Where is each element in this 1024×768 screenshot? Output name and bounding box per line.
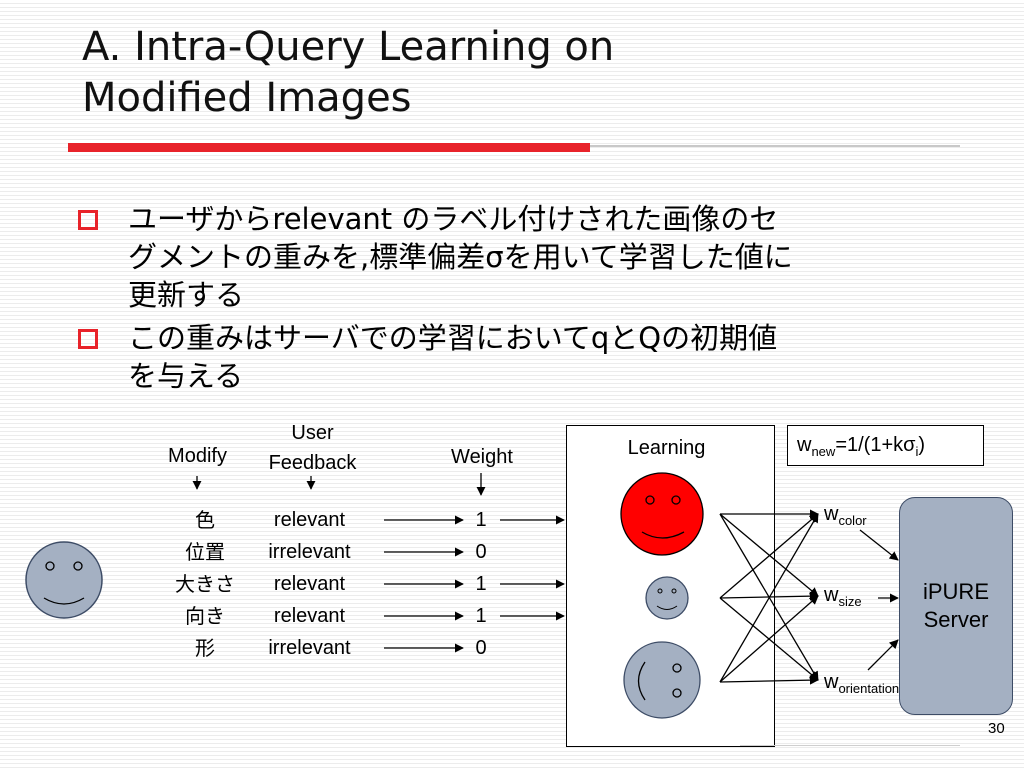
square-bullet-icon — [78, 329, 98, 349]
ipure-server-node: iPURE Server — [899, 497, 1013, 715]
user-face-icon — [25, 541, 103, 619]
w-orientation-subscript: orientation — [838, 681, 900, 696]
server-label-line-2: Server — [923, 607, 989, 632]
w-symbol: w — [824, 671, 839, 693]
learning-to-weight-line — [719, 675, 819, 685]
slide-title-line-2: Modified Images — [82, 75, 412, 121]
title-underline-thin — [590, 145, 960, 147]
weight-row-value: 1 — [475, 605, 487, 627]
bullet-line: グメントの重みを,標準偏差σを用いて学習した値に — [128, 240, 793, 274]
title-underline-accent — [68, 143, 590, 152]
bullet-line: を与える — [128, 359, 244, 393]
weight-header: Weight — [451, 446, 513, 468]
formula-rhs: =1/(1+kσ — [835, 434, 916, 456]
weight-row-value: 1 — [475, 509, 487, 531]
bullet-line: ユーザからrelevant のラベル付けされた画像のセ — [128, 202, 779, 236]
w-size-label: wsize — [824, 583, 862, 614]
square-bullet-icon — [78, 210, 98, 230]
weight-formula-box — [787, 425, 984, 466]
weight-formula: wnew=1/(1+kσi) — [797, 433, 925, 464]
w-symbol: w — [824, 584, 839, 606]
modify-row-label: 向き — [185, 604, 225, 628]
formula-w: w — [797, 434, 812, 456]
slide-title-line-1: A. Intra-Query Learning on — [82, 24, 615, 70]
formula-close: ) — [918, 434, 926, 456]
modify-row-label: 形 — [195, 636, 215, 660]
feedback-row-value: relevant — [273, 509, 346, 531]
modify-row-label: 位置 — [185, 540, 225, 564]
weight-to-server-arrow — [867, 639, 899, 671]
feedback-row-value: irrelevant — [268, 541, 351, 563]
w-color-label: wcolor — [824, 502, 867, 533]
modify-row-label: 大きさ — [175, 572, 235, 596]
slide-title: A. Intra-Query Learning on Modified Imag… — [82, 22, 614, 124]
feedback-row-value: irrelevant — [268, 637, 351, 659]
weight-to-server-arrow — [859, 529, 899, 561]
w-orientation-label: worientation — [824, 670, 899, 701]
formula-w-subscript: new — [811, 444, 836, 459]
small-face-icon — [645, 576, 689, 620]
learning-to-weight-line — [719, 513, 819, 599]
learning-to-weight-line — [719, 513, 819, 683]
w-size-subscript: size — [838, 594, 862, 609]
rotated-face-icon — [623, 641, 701, 719]
bullet-item: ユーザからrelevant のラベル付けされた画像のセ グメントの重みを,標準偏… — [78, 200, 958, 314]
w-color-subscript: color — [838, 513, 867, 528]
red-face-icon — [620, 472, 704, 556]
learning-to-weight-line — [719, 513, 819, 597]
weight-row-value: 1 — [475, 573, 487, 595]
weight-row-value: 0 — [475, 637, 487, 659]
footer-rule — [740, 745, 960, 746]
w-symbol: w — [824, 503, 839, 525]
learning-to-weight-line — [719, 595, 819, 683]
page-number: 30 — [988, 720, 1005, 737]
formula-sigma-subscript: i — [915, 444, 919, 459]
feedback-row-value: relevant — [273, 605, 346, 627]
user-feedback-header-line-2: Feedback — [268, 452, 357, 474]
learning-header: Learning — [627, 437, 706, 459]
weight-row-value: 0 — [475, 541, 487, 563]
modify-header: Modify — [168, 445, 227, 467]
bullet-line: 更新する — [128, 278, 245, 312]
modify-row-label: 色 — [195, 508, 215, 532]
user-feedback-header-line-1: User — [291, 422, 334, 444]
bullet-list: ユーザからrelevant のラベル付けされた画像のセ グメントの重みを,標準偏… — [78, 200, 958, 400]
server-label-line-1: iPURE — [922, 579, 989, 604]
bullet-item: この重みはサーバでの学習においてqとQの初期値 を与える — [78, 319, 958, 395]
bullet-line: この重みはサーバでの学習においてqとQの初期値 — [128, 321, 778, 355]
server-label: iPURE Server — [923, 578, 989, 634]
feedback-row-value: relevant — [273, 573, 346, 595]
